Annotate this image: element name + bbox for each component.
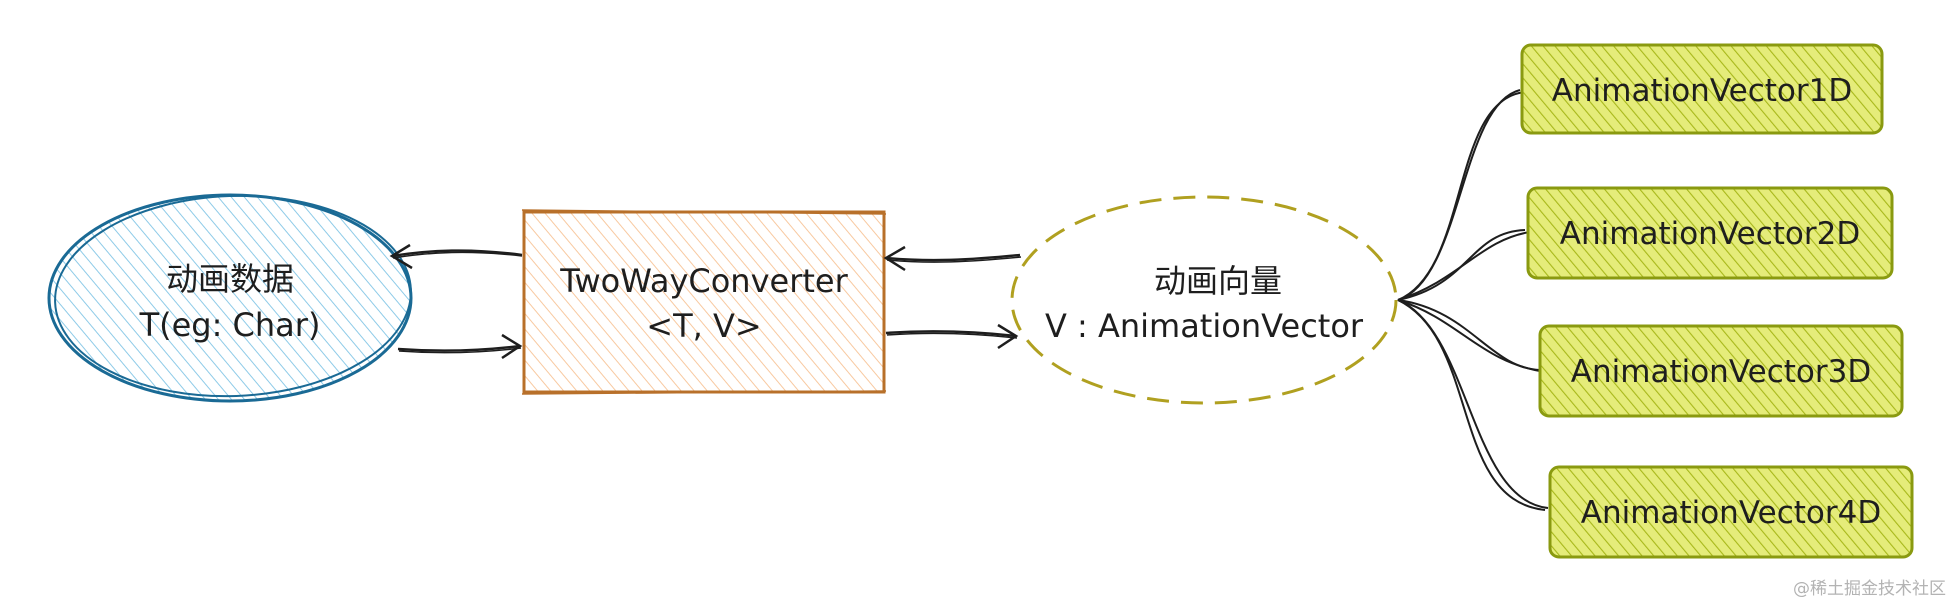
vector-4d-box: AnimationVector4D — [1548, 465, 1914, 559]
data-node: 动画数据 T(eg: Char) — [47, 193, 413, 403]
converter-node: TwoWayConverter <T, V> — [521, 209, 887, 395]
vector-4d-label: AnimationVector4D — [1581, 495, 1881, 531]
vector-1d-label: AnimationVector1D — [1552, 73, 1852, 109]
vector-4d-fill — [1550, 467, 1912, 557]
converter-node-subtitle: <T, V> — [646, 307, 761, 345]
data-node-subtitle: T(eg: Char) — [139, 306, 321, 344]
arrow-vector-to-converter — [883, 245, 1022, 272]
data-node-title: 动画数据 — [166, 260, 294, 298]
vector-2d-label: AnimationVector2D — [1560, 216, 1860, 252]
vector-node-subtitle: V : AnimationVector — [1045, 307, 1364, 345]
vector-3d-box: AnimationVector3D — [1538, 324, 1904, 418]
vector-1d-fill — [1522, 45, 1882, 133]
watermark-text: @稀土掘金技术社区 — [1793, 579, 1946, 599]
vector-2d-fill — [1528, 188, 1892, 278]
branch-connectors — [1397, 89, 1549, 511]
arrow-converter-to-data — [389, 243, 523, 270]
data-node-fill — [50, 196, 410, 400]
converter-node-sketch-lines — [521, 209, 887, 395]
vector-2d-box: AnimationVector2D — [1526, 186, 1894, 280]
vector-3d-fill — [1540, 326, 1902, 416]
arrow-converter-to-vector — [885, 323, 1019, 350]
converter-node-title: TwoWayConverter — [559, 262, 848, 300]
vector-node: 动画向量 V : AnimationVector — [1010, 195, 1398, 405]
vector-node-title: 动画向量 — [1154, 262, 1282, 300]
converter-node-fill — [524, 212, 884, 392]
vector-1d-box: AnimationVector1D — [1520, 43, 1884, 135]
vector-1d-outline — [1520, 43, 1884, 135]
arrow-data-to-converter — [397, 333, 523, 360]
vector-2d-outline — [1526, 186, 1894, 280]
vector-3d-label: AnimationVector3D — [1571, 354, 1871, 390]
vector-4d-outline — [1548, 465, 1914, 559]
vector-node-outline — [1010, 195, 1398, 405]
data-node-outline-2 — [54, 194, 412, 398]
vector-3d-outline — [1538, 324, 1904, 418]
